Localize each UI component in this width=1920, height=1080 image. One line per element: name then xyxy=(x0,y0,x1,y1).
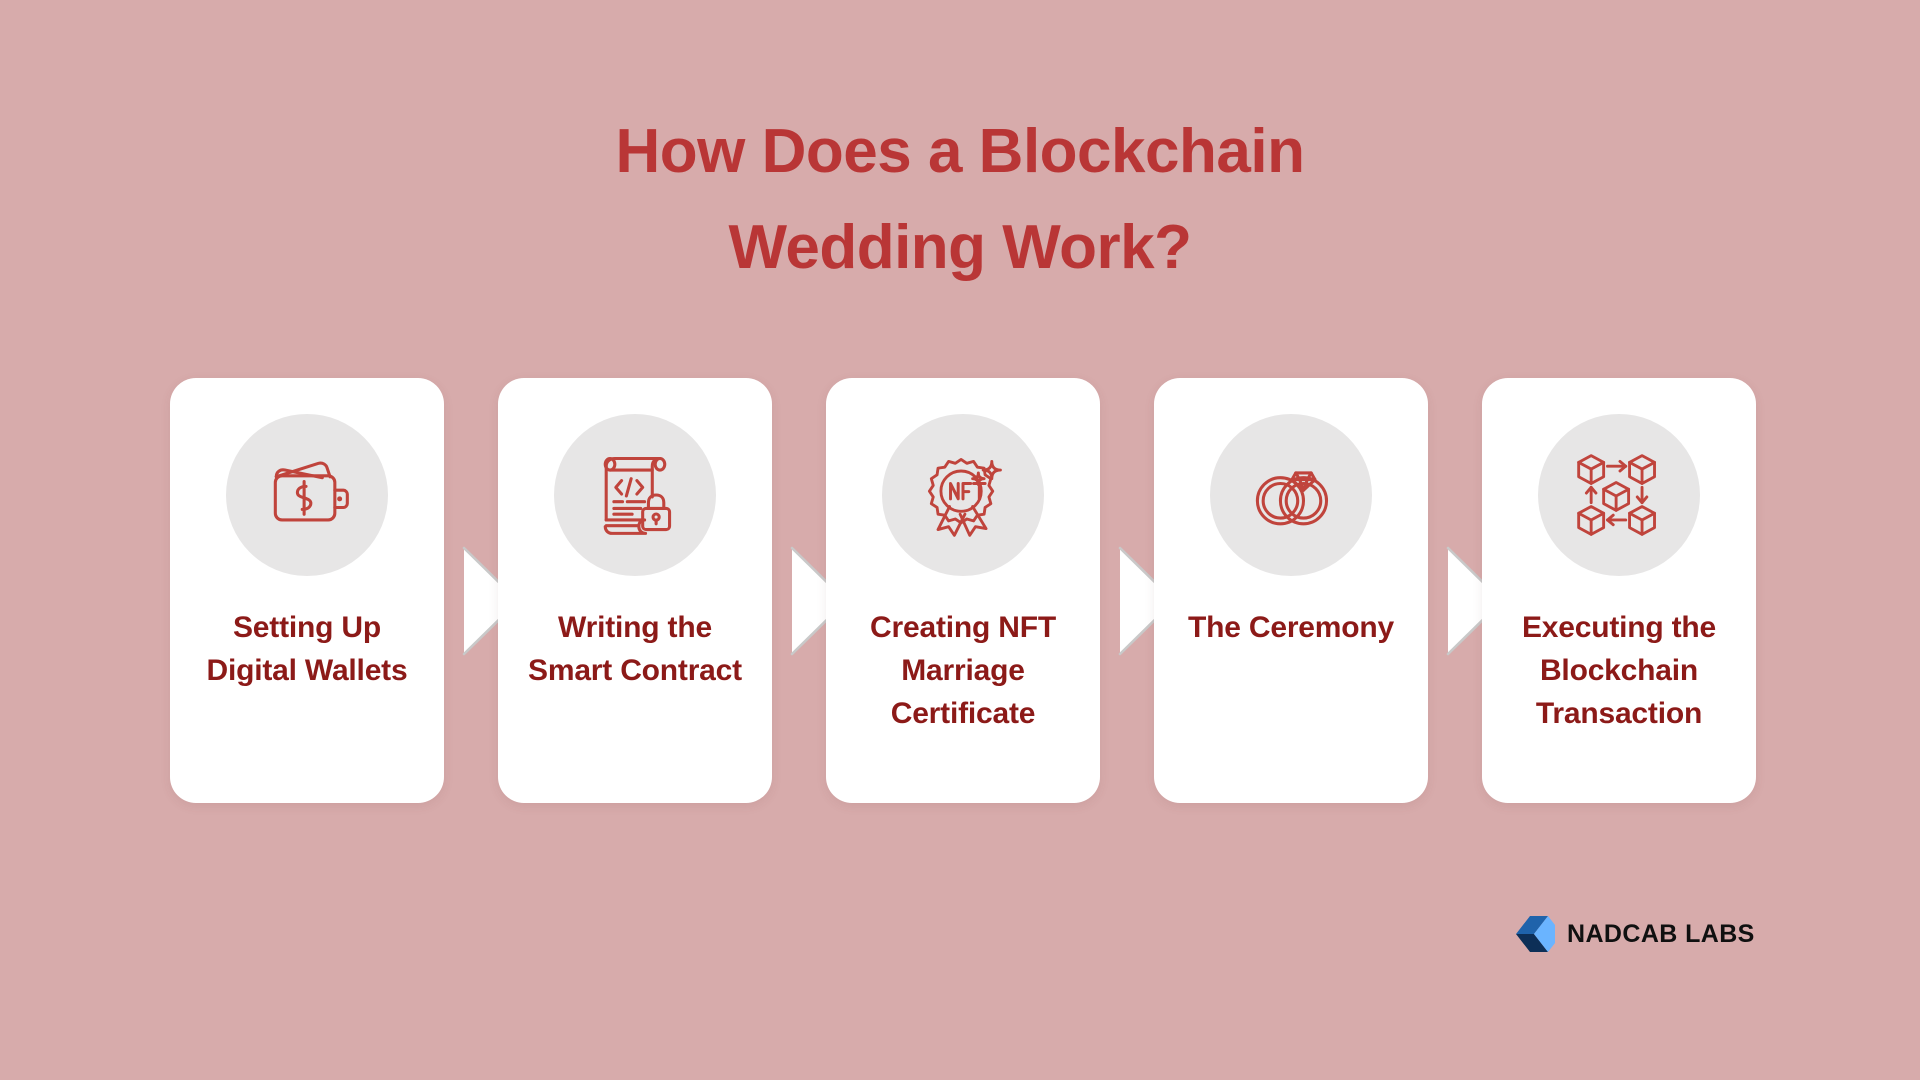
step-5-label: Executing the Blockchain Transaction xyxy=(1521,611,1717,730)
brand-logo-text: NADCAB LABS xyxy=(1567,919,1755,948)
wallet-icon xyxy=(259,447,355,543)
step-4-label: The Ceremony xyxy=(1188,611,1394,644)
step-card-3[interactable]: Creating NFT Marriage Certificate xyxy=(826,378,1100,803)
step-3-icon-badge xyxy=(882,414,1044,576)
page-title: How Does a Blockchain Wedding Work? xyxy=(0,104,1920,296)
step-card-5[interactable]: Executing the Blockchain Transaction xyxy=(1482,378,1756,803)
wedding-rings-icon xyxy=(1243,447,1339,543)
step-4-icon-badge xyxy=(1210,414,1372,576)
page-title-line-2: Wedding Work? xyxy=(728,213,1192,282)
nadcab-chevron-logo-icon xyxy=(1514,912,1556,956)
step-card-4[interactable]: The Ceremony xyxy=(1154,378,1428,803)
step-card-2[interactable]: Writing the Smart Contract xyxy=(498,378,772,803)
step-3-label: Creating NFT Marriage Certificate xyxy=(870,611,1056,730)
nft-badge-icon xyxy=(915,447,1011,543)
process-flow: Setting Up Digital Wallets xyxy=(170,378,1756,803)
blockchain-network-icon xyxy=(1571,447,1667,543)
step-1-label: Setting Up Digital Wallets xyxy=(206,611,408,687)
brand-logo: NADCAB LABS xyxy=(1514,912,1755,956)
step-1-icon-badge xyxy=(226,414,388,576)
step-2-label: Writing the Smart Contract xyxy=(528,611,742,687)
smart-contract-scroll-lock-icon xyxy=(587,447,683,543)
page-title-line-1: How Does a Blockchain xyxy=(615,117,1305,186)
step-5-icon-badge xyxy=(1538,414,1700,576)
step-2-icon-badge xyxy=(554,414,716,576)
step-card-1[interactable]: Setting Up Digital Wallets xyxy=(170,378,444,803)
